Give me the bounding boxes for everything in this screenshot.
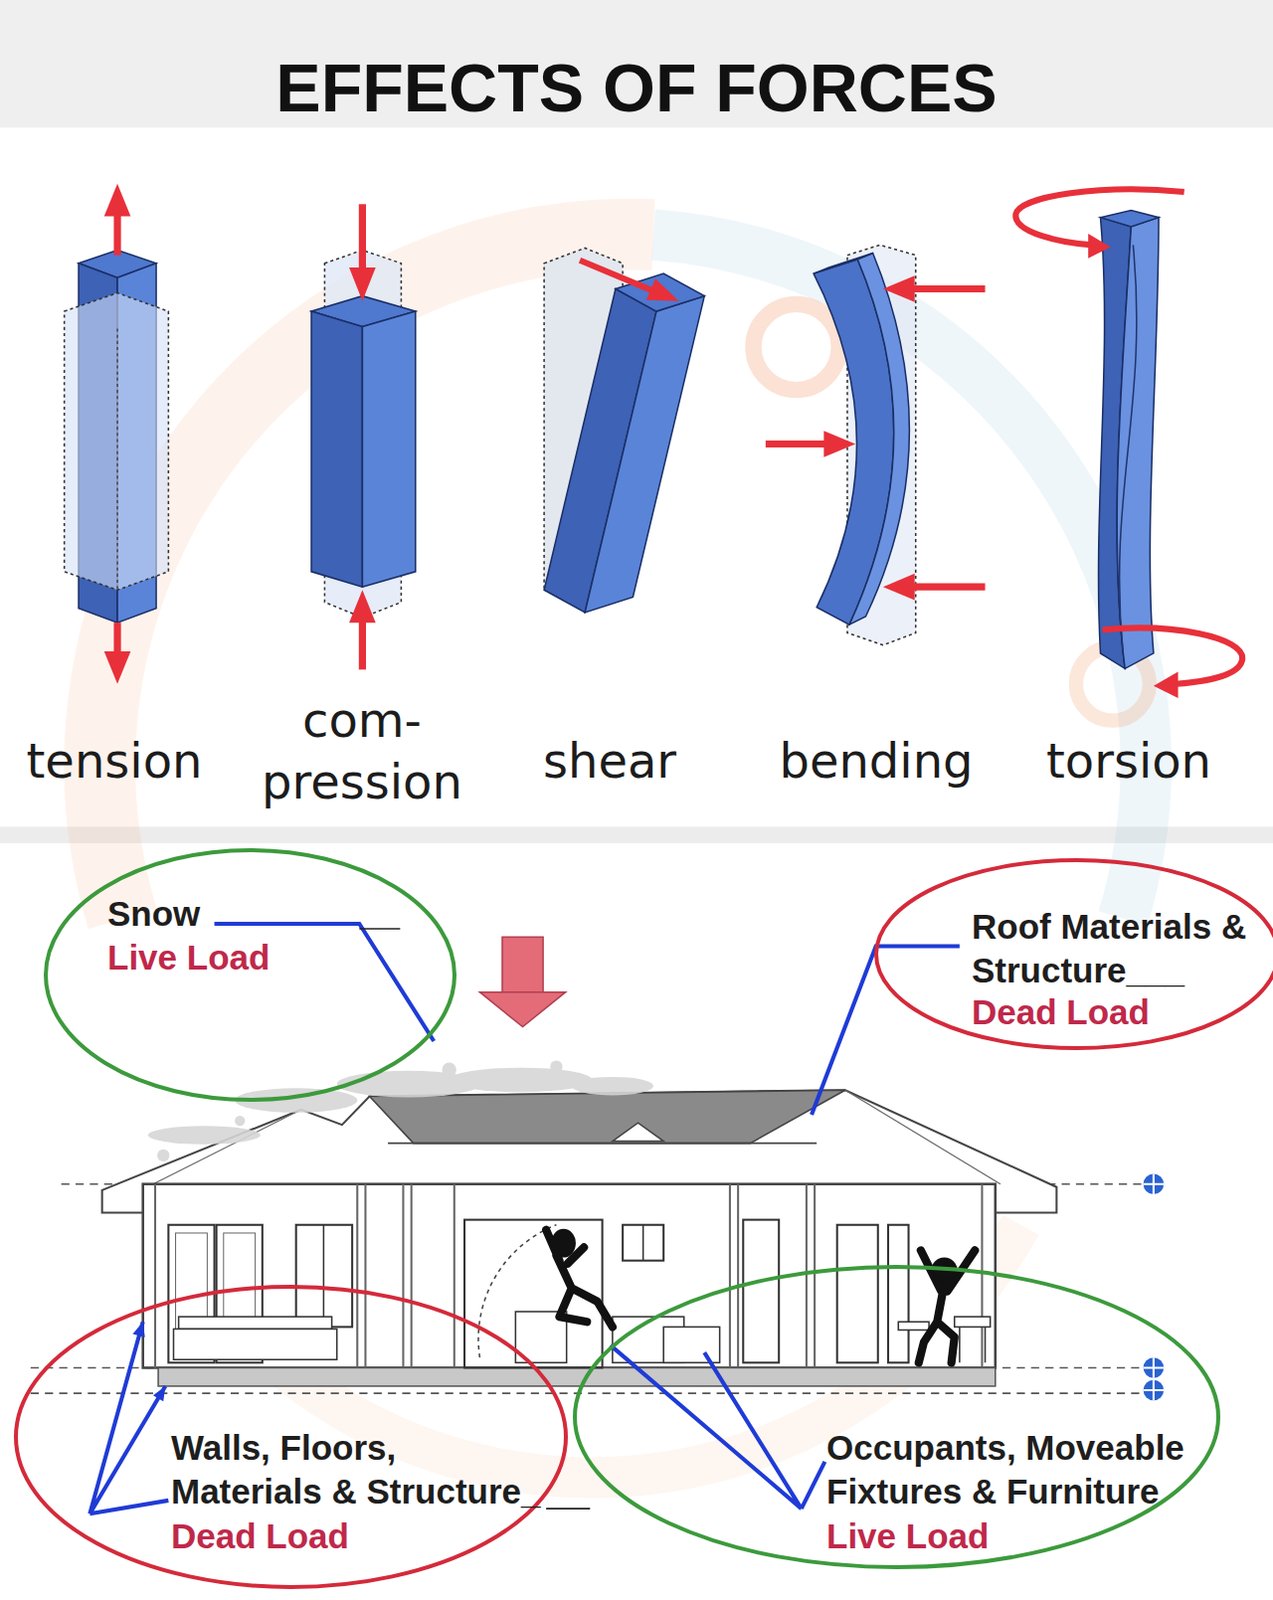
snow-lump <box>571 1077 654 1095</box>
callout-text: Snow <box>107 892 200 936</box>
roof-gable <box>612 1122 664 1141</box>
twist-line <box>1119 244 1137 654</box>
snow-lump <box>449 1068 593 1093</box>
chair <box>898 1321 929 1330</box>
arrow-head <box>823 430 856 458</box>
house-body <box>143 1184 996 1369</box>
load-type: Live Load <box>107 935 270 980</box>
callout-oval: Roof Materials & Structure___Dead Load <box>873 857 1273 1052</box>
arrow-head <box>883 573 915 601</box>
roof-slope <box>369 1090 846 1143</box>
couch <box>173 1328 337 1360</box>
illustration-group <box>0 0 1273 1514</box>
leader-head <box>153 1386 166 1402</box>
prism-face <box>584 296 705 613</box>
leader-line <box>545 1507 590 1510</box>
roof-line <box>387 1142 817 1145</box>
force-arrow <box>359 618 366 670</box>
prism-top <box>813 253 874 275</box>
floor-slab <box>158 1367 996 1386</box>
prism-face <box>362 311 415 587</box>
bent-bar <box>849 253 910 626</box>
arrow-head <box>349 589 376 623</box>
force-arrow <box>765 440 828 448</box>
level-line <box>30 1392 1142 1395</box>
leader-line <box>89 1321 169 1514</box>
oval-outline <box>574 1267 1219 1568</box>
door <box>742 1220 779 1364</box>
level-marker-cross <box>1143 1173 1165 1401</box>
oval-outline <box>45 850 455 1100</box>
leader-head <box>132 1321 145 1337</box>
leader-line <box>610 1345 826 1509</box>
arrow-head <box>1153 671 1179 699</box>
callout-oval: SnowLive Load <box>42 847 458 1103</box>
prism-face <box>311 311 363 587</box>
load-type: Dead Load <box>971 990 1150 1035</box>
roof-line <box>845 1090 1001 1184</box>
snow-lump <box>441 1063 456 1078</box>
snow-lump <box>157 1149 170 1162</box>
callout-oval: Occupants, Moveable Fixtures & Furniture… <box>571 1264 1222 1571</box>
page-title: EFFECTS OF FORCES <box>275 53 997 122</box>
person-figure <box>545 1230 613 1328</box>
couch <box>179 1316 333 1329</box>
leader-line <box>359 927 400 930</box>
snow-lump <box>234 1115 245 1126</box>
force-arrow <box>911 583 986 591</box>
force-label: tension <box>26 729 203 792</box>
watermark-arc <box>653 234 1146 919</box>
force-label: shear <box>543 729 677 792</box>
window <box>642 1225 645 1262</box>
desk <box>954 1316 991 1327</box>
watermark-gear <box>753 304 840 390</box>
force-label: torsion <box>1046 729 1212 792</box>
load-type: Live Load <box>826 1514 989 1559</box>
window <box>323 1225 326 1328</box>
force-arrow <box>911 285 986 293</box>
load-type: Dead Load <box>171 1514 350 1559</box>
desk <box>959 1326 986 1363</box>
window <box>622 1225 664 1262</box>
force-arrow <box>113 209 121 255</box>
snow-lump <box>148 1125 261 1144</box>
force-label: com- pression <box>247 689 477 813</box>
wall-line <box>155 1184 982 1369</box>
snow-lump <box>549 1060 562 1073</box>
original-outline <box>116 329 118 591</box>
arrow-head <box>883 275 915 303</box>
force-label: bending <box>778 729 973 792</box>
callout-text: Roof Materials & Structure___ <box>971 905 1271 993</box>
snow-cover <box>148 1060 654 1162</box>
furniture <box>663 1326 720 1363</box>
arrow-head <box>104 651 132 685</box>
leader-line <box>811 946 960 1115</box>
twisted-bar <box>1116 217 1159 670</box>
oval-outline <box>876 860 1273 1049</box>
load-arrow <box>479 992 565 1028</box>
separator-band <box>0 826 1273 843</box>
force-arrow <box>579 260 654 292</box>
door <box>837 1225 879 1364</box>
title-band <box>0 0 1273 128</box>
oval-outline <box>15 1286 566 1588</box>
callout-text: Occupants, Moveable Fixtures & Furniture <box>826 1426 1210 1514</box>
load-arrow <box>502 936 544 993</box>
arrow-head <box>1088 233 1111 259</box>
callout-oval: Walls, Floors, Materials & Structure_Dea… <box>12 1283 569 1591</box>
arrow-head <box>104 183 132 217</box>
original-outline <box>64 293 170 591</box>
window <box>296 1225 353 1328</box>
callout-text: Walls, Floors, Materials & Structure_ <box>171 1426 549 1514</box>
roof-line <box>153 1109 302 1185</box>
door <box>888 1225 910 1364</box>
torque-arrow <box>1015 188 1184 245</box>
arrow-head <box>349 267 376 302</box>
arrow-head <box>646 278 680 302</box>
force-arrow <box>359 203 366 272</box>
prism-top <box>1100 209 1160 226</box>
